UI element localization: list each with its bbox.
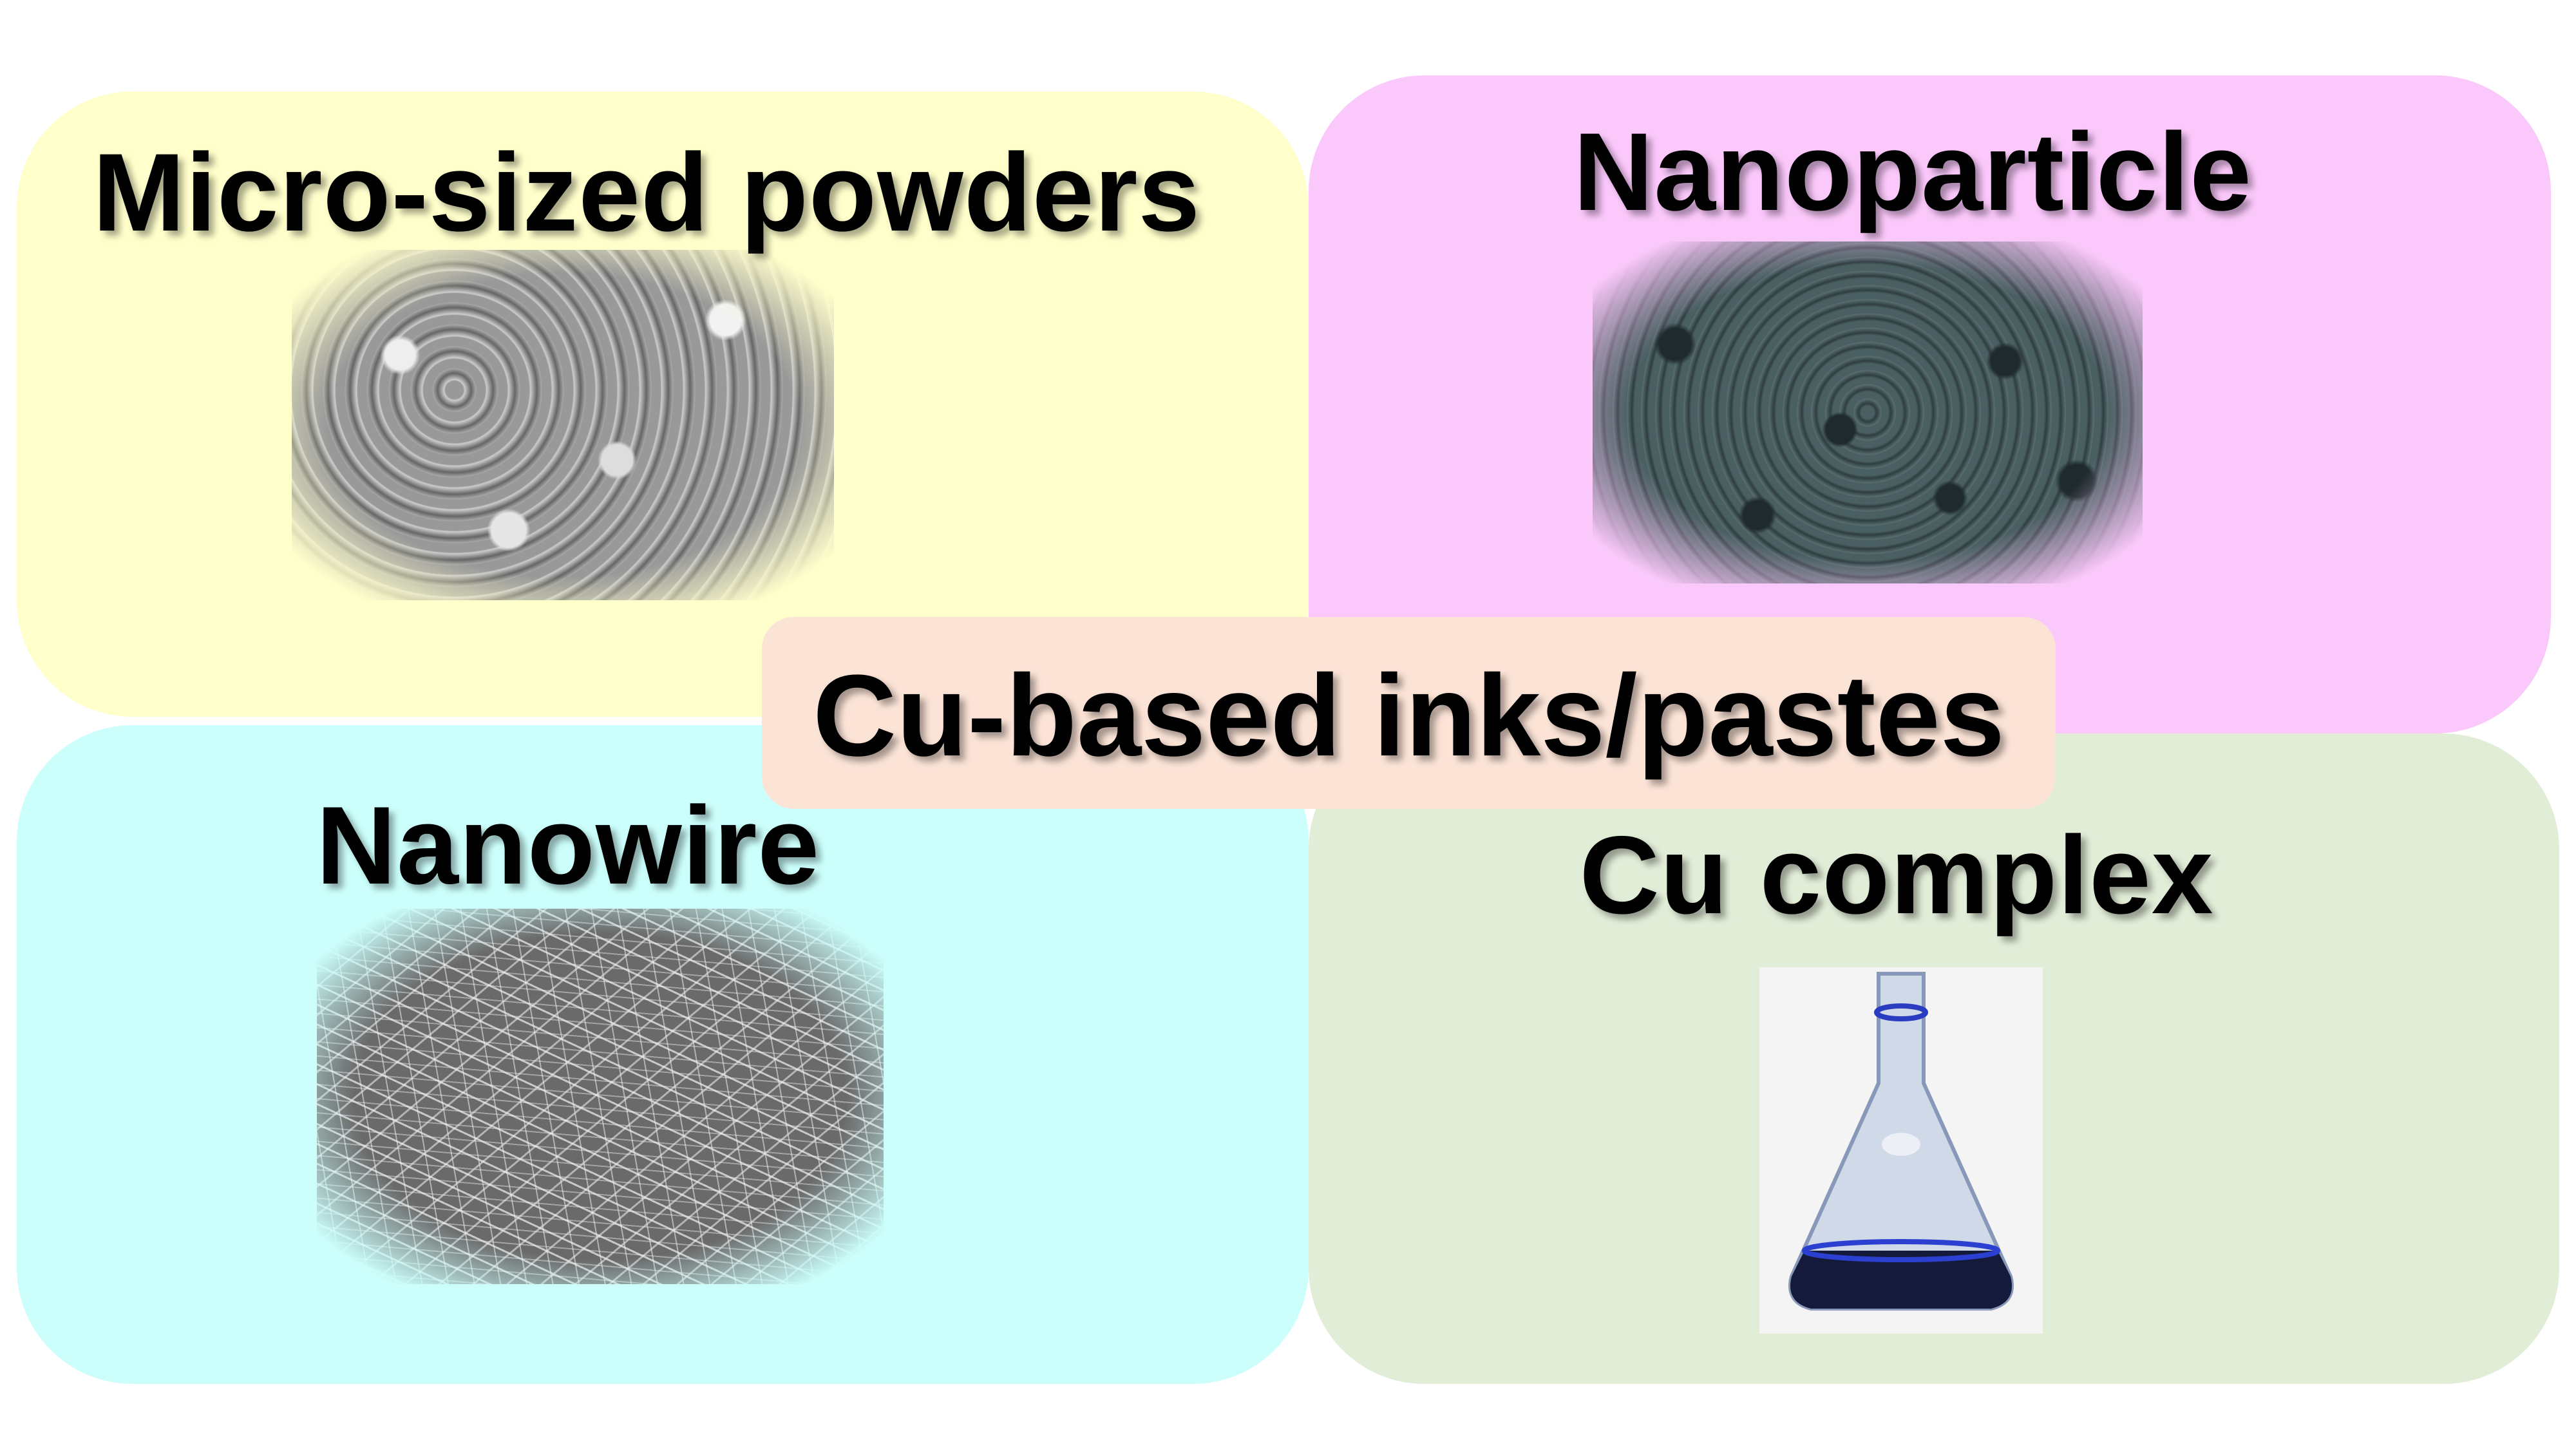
title-cu-complex: Cu complex bbox=[1579, 813, 2214, 937]
flask-icon bbox=[1788, 972, 2014, 1311]
title-nanoparticle: Nanoparticle bbox=[1573, 110, 2252, 234]
title-nanowire: Nanowire bbox=[316, 784, 820, 907]
center-label: Cu-based inks/pastes bbox=[813, 651, 2005, 781]
title-micro-sized-powders: Micro-sized powders bbox=[92, 131, 1201, 254]
center-label-box: Cu-based inks/pastes bbox=[762, 617, 2056, 809]
nanoparticle-sem-image bbox=[1593, 242, 2143, 583]
cu-complex-flask-image bbox=[1759, 967, 2043, 1334]
micro-powder-sem-image bbox=[292, 250, 834, 600]
nanowire-sem-image bbox=[317, 909, 884, 1284]
